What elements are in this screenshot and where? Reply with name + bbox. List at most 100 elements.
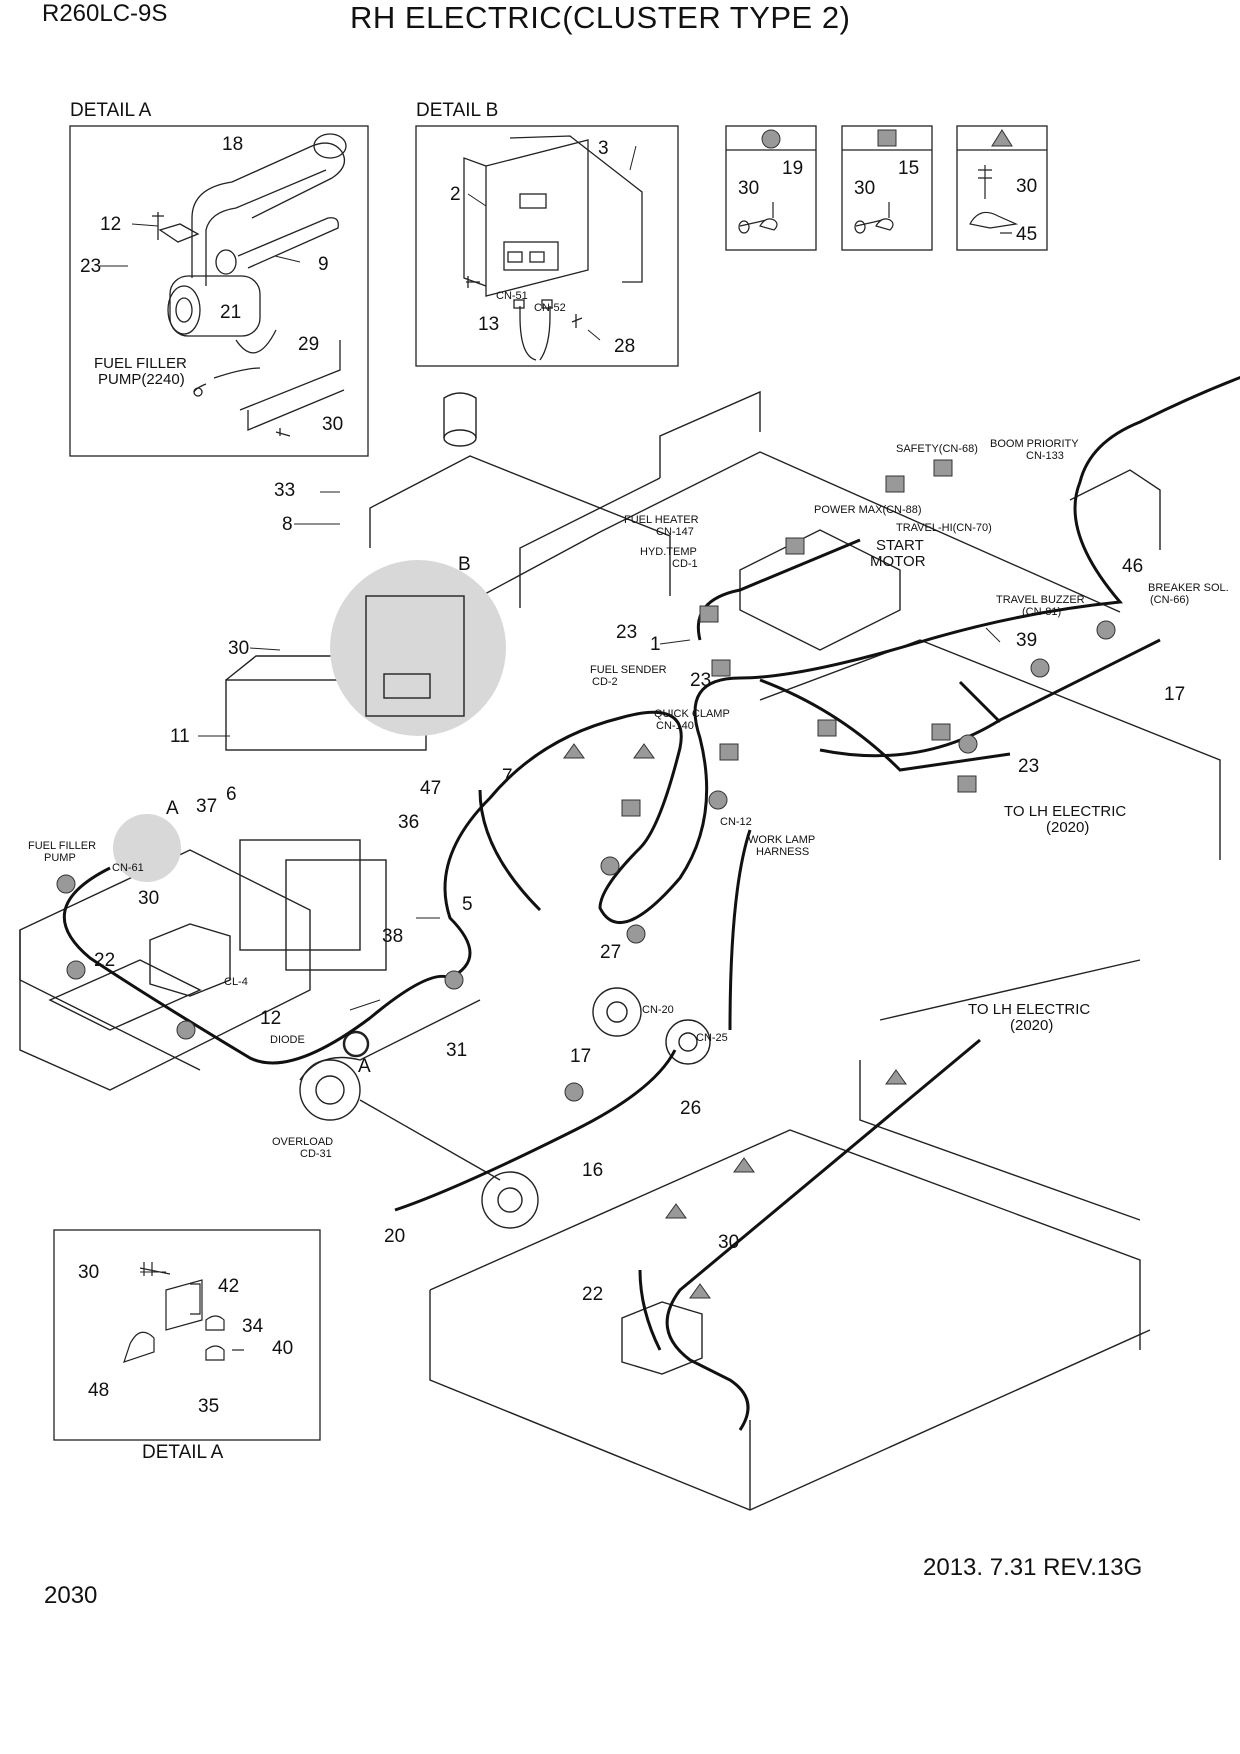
callout-30-left: 30 [138,888,160,909]
callout-3: 3 [598,138,609,159]
detail-a-title: DETAIL A [70,100,152,121]
callout-39: 39 [1016,630,1038,651]
connector-cn52: CN-52 [534,302,566,314]
connector-cl4: CL-4 [224,976,248,988]
to-lh-electric-2: TO LH ELECTRIC [968,1001,1091,1018]
model-code: R260LC-9S [42,0,168,27]
detail-a-bottom-title: DETAIL A [142,1442,224,1463]
callout-13: 13 [478,314,500,335]
connector-fuel-filler-pump-2: PUMP [44,852,76,864]
start-motor-label-1: START [876,537,924,554]
connector-travel-buzzer-2: (CN-81) [1022,606,1062,618]
callout-7: 7 [502,766,513,787]
connector-quick-clamp-1: QUICK CLAMP [654,708,730,720]
callout-8: 8 [282,514,293,535]
connector-cn12: CN-12 [720,816,752,828]
legend-circle-symbol [761,129,781,149]
to-lh-electric-1-ref: (2020) [1046,819,1090,836]
detail-a-callout-42: 42 [218,1276,240,1297]
callout-31: 31 [446,1040,468,1061]
connector-breaker-sol-1: BREAKER SOL. [1148,582,1229,594]
connector-overload-2: CD-31 [300,1148,332,1160]
connector-overload-1: OVERLOAD [272,1136,334,1148]
legend-square-symbol [877,129,897,147]
to-lh-electric-1: TO LH ELECTRIC [1004,803,1127,820]
connector-fuel-heater-1: FUEL HEATER [624,514,699,526]
legend-triangle-symbol [991,129,1013,147]
callout-47: 47 [420,778,442,799]
callout-17-right: 17 [1164,684,1186,705]
callout-17-center: 17 [570,1046,592,1067]
to-lh-electric-2-ref: (2020) [1010,1017,1054,1034]
callout-21: 21 [220,302,242,323]
detail-a-frame [69,125,369,457]
detail-a-circle-label: A [166,798,179,819]
callout-23-fuel-sender: 23 [616,622,638,643]
detail-b-title: DETAIL B [416,100,499,121]
detail-a-callout-30: 30 [78,1262,100,1283]
callout-37: 37 [196,796,218,817]
connector-power-max: POWER MAX(CN-88) [814,504,922,516]
page-number: 2030 [44,1582,98,1609]
detail-a-callout-48: 48 [88,1380,110,1401]
detail-a-callout-34: 34 [242,1316,264,1337]
connector-fuel-heater-2: CN-147 [656,526,694,538]
connector-cn25: CN-25 [696,1032,728,1044]
callout-30: 30 [322,414,344,435]
connector-cn61: CN-61 [112,862,144,874]
callout-18: 18 [222,134,244,155]
legend-square-frame [841,125,933,251]
callout-38: 38 [382,926,404,947]
connector-hyd-temp-1: HYD.TEMP [640,546,697,558]
callout-33: 33 [274,480,296,501]
connector-boom-priority-2: CN-133 [1026,450,1064,462]
detail-a-bottom-frame [53,1229,321,1441]
connector-hyd-temp-2: CD-1 [672,558,698,570]
callout-23-quick-clamp: 23 [690,670,712,691]
callout-26: 26 [680,1098,702,1119]
legend-circle-part-19: 19 [782,158,804,179]
detail-b-circle-label: B [458,554,471,575]
connector-work-lamp-2: HARNESS [756,846,810,858]
detail-b-frame [415,125,679,367]
callout-9: 9 [318,254,329,275]
revision-date: 2013. 7.31 REV.13G [923,1554,1143,1581]
callout-27: 27 [600,942,622,963]
connector-breaker-sol-2: (CN-66) [1150,594,1190,606]
callout-23-right: 23 [1018,756,1040,777]
connector-travel-hi: TRAVEL-HI(CN-70) [896,522,992,534]
callout-5: 5 [462,894,473,915]
start-motor-label-2: MOTOR [870,553,926,570]
legend-square-part-30: 30 [854,178,876,199]
callout-28: 28 [614,336,636,357]
connector-cn51: CN-51 [496,290,528,302]
legend-circle-frame [725,125,817,251]
detail-a-marker-label: A [358,1056,371,1077]
legend-circle-part-30: 30 [738,178,760,199]
callout-46: 46 [1122,556,1144,577]
fuel-filler-pump-label-1: FUEL FILLER [94,355,187,372]
legend-square-part-15: 15 [898,158,920,179]
callout-2: 2 [450,184,461,205]
callout-6: 6 [226,784,237,805]
callout-36: 36 [398,812,420,833]
callout-22-rear: 22 [582,1284,604,1305]
callout-12: 12 [100,214,122,235]
callout-30-lower: 30 [718,1232,740,1253]
legend-triangle-part-45: 45 [1016,224,1038,245]
connector-quick-clamp-2: CN-140 [656,720,694,732]
page-title: RH ELECTRIC(CLUSTER TYPE 2) [350,0,851,35]
connector-travel-buzzer-1: TRAVEL BUZZER [996,594,1085,606]
legend-triangle-frame [956,125,1048,251]
detail-a-callout-40: 40 [272,1338,294,1359]
connector-fuel-sender-1: FUEL SENDER [590,664,667,676]
callout-22-front: 22 [94,950,116,971]
connector-cn20: CN-20 [642,1004,674,1016]
connector-safety: SAFETY(CN-68) [896,443,978,455]
callout-23: 23 [80,256,102,277]
detail-a-callout-35: 35 [198,1396,220,1417]
connector-fuel-sender-2: CD-2 [592,676,618,688]
callout-11: 11 [170,726,190,747]
